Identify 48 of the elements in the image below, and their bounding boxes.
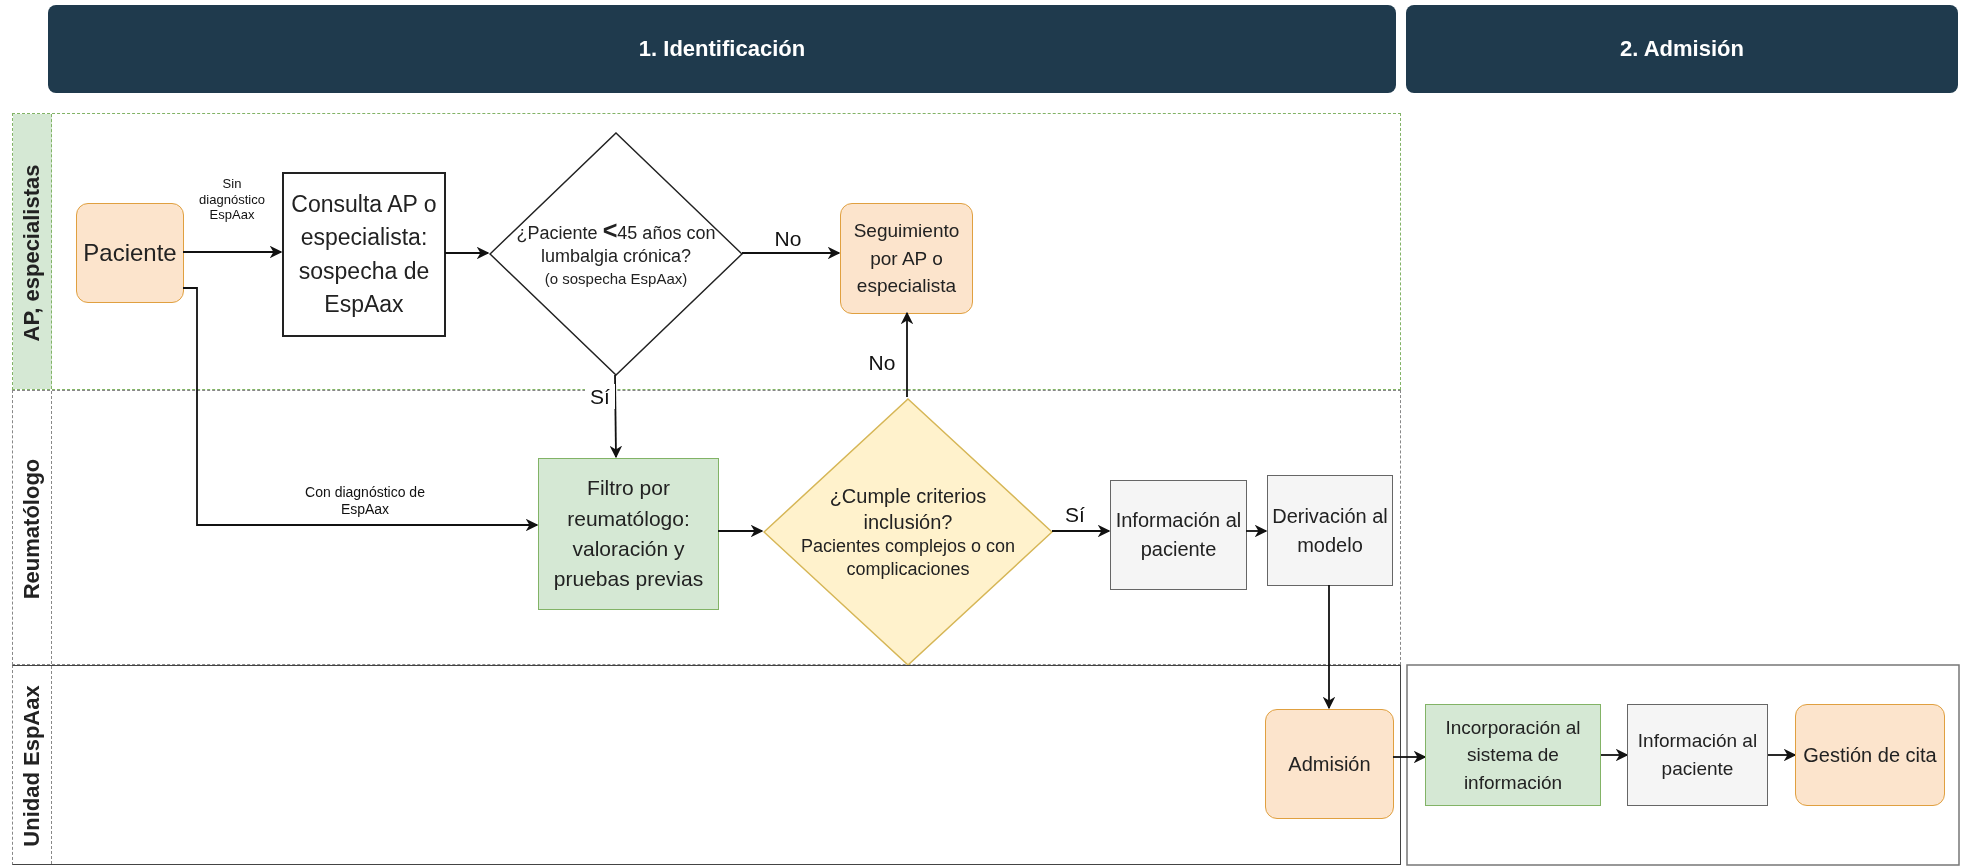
box-label: Filtro por reumatólogo: valoración y pruebas previas bbox=[552, 475, 705, 593]
process-box bbox=[1110, 480, 1247, 590]
box-label: Gestión de cita bbox=[1803, 742, 1937, 768]
decision-question: ¿Cumple criterios inclusión? bbox=[828, 483, 988, 535]
swimlane bbox=[12, 390, 1401, 665]
arrow bbox=[1767, 748, 1797, 762]
box-label: Incorporación al sistema de información bbox=[1444, 715, 1582, 795]
box-label: Admisión bbox=[1288, 751, 1371, 777]
decision-note: (o sospecha EspAax) bbox=[543, 268, 689, 289]
lane-label: Reumatólogo bbox=[19, 458, 45, 599]
arrow bbox=[182, 287, 539, 532]
terminal-box bbox=[1795, 704, 1945, 806]
arrow bbox=[1322, 584, 1336, 710]
arrow bbox=[1245, 524, 1268, 538]
decision-diamond bbox=[489, 132, 743, 376]
phase-title: 1. Identificación bbox=[638, 35, 806, 64]
decision-diamond bbox=[763, 398, 1053, 666]
lane-label: Unidad EspAax bbox=[19, 685, 45, 847]
arrow bbox=[609, 374, 623, 459]
arrow bbox=[1600, 748, 1629, 762]
terminal-box bbox=[840, 203, 973, 314]
swimlane bbox=[12, 113, 1401, 390]
phase-header bbox=[48, 5, 1396, 93]
process-box bbox=[1267, 475, 1393, 586]
process-box bbox=[1425, 704, 1601, 806]
box-label: Seguimiento por AP o especialista bbox=[852, 219, 961, 299]
edge-label: Sí bbox=[585, 384, 615, 410]
terminal-box bbox=[76, 203, 184, 303]
decision-question: ¿Paciente <45 años con lumbalgia crónica? bbox=[516, 219, 716, 269]
decision-note: Pacientes complejos o con complicaciones bbox=[799, 534, 1017, 581]
arrow bbox=[182, 245, 283, 259]
terminal-box bbox=[1265, 709, 1394, 819]
phase-header bbox=[1406, 5, 1958, 93]
box-label: Información al paciente bbox=[1636, 729, 1759, 781]
arrow bbox=[741, 246, 841, 260]
arrow bbox=[1051, 524, 1111, 538]
phase-title: 2. Admisión bbox=[1620, 35, 1744, 64]
box-label: Consulta AP o especialista: sospecha de EspAax bbox=[290, 189, 438, 319]
process-box bbox=[282, 172, 446, 337]
box-label: Paciente bbox=[83, 237, 177, 268]
box-label: Derivación al modelo bbox=[1272, 503, 1388, 558]
lane-label: AP, especialistas bbox=[19, 164, 45, 341]
process-box bbox=[1627, 704, 1768, 806]
arrow bbox=[1392, 750, 1427, 764]
arrow bbox=[717, 524, 764, 538]
swimlane bbox=[12, 665, 1401, 865]
process-box bbox=[538, 458, 719, 610]
box-label: Información al paciente bbox=[1115, 508, 1242, 562]
